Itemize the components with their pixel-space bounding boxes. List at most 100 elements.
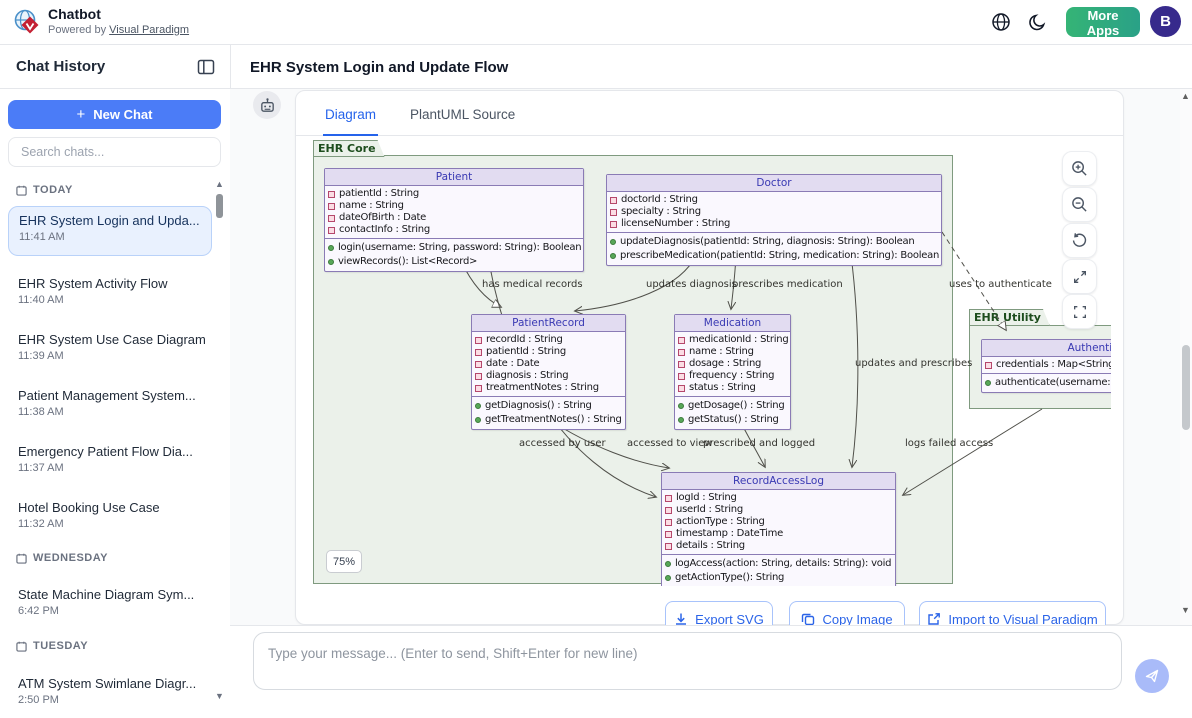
zoom-out-icon	[1072, 197, 1087, 212]
zoom-in-icon	[1072, 161, 1087, 176]
class-attribute: treatmentNotes : String	[475, 382, 622, 394]
fullscreen-brackets-icon	[1073, 305, 1086, 318]
method-icon	[665, 561, 671, 567]
chat-item[interactable]: ATM System Swimlane Diagr... 2:50 PM	[18, 676, 197, 706]
attribute-icon	[665, 494, 672, 502]
class-method: getDosage() : String	[678, 399, 787, 413]
attribute-icon	[678, 360, 685, 368]
class-method: authenticate(username: S	[985, 376, 1111, 390]
sidebar-scroll-up-icon[interactable]: ▲	[215, 179, 224, 189]
uml-diagram-canvas[interactable]: EHR Core EHR Utility	[311, 136, 1111, 586]
language-globe-icon[interactable]	[989, 10, 1013, 34]
plus-icon: +	[76, 106, 86, 123]
class-authentication[interactable]: Authentication credentials : Map<String …	[981, 339, 1111, 393]
sidebar: Chat History + New Chat TODAY EHR System…	[0, 44, 231, 707]
dark-mode-moon-icon[interactable]	[1025, 10, 1049, 34]
attribute-icon	[475, 384, 482, 392]
chat-item[interactable]: State Machine Diagram Sym... 6:42 PM	[18, 587, 195, 617]
search-input[interactable]	[8, 137, 221, 167]
class-attribute: userId : String	[665, 504, 892, 516]
class-patient[interactable]: Patient patientId : String name : String…	[324, 168, 584, 272]
reset-rotate-icon	[1072, 233, 1087, 247]
more-apps-button[interactable]: More Apps	[1066, 7, 1140, 38]
method-icon	[678, 403, 684, 409]
tab-plantuml-source[interactable]: PlantUML Source	[410, 107, 516, 122]
attribute-icon	[475, 372, 482, 380]
attribute-icon	[985, 361, 992, 369]
class-attribute: logId : String	[665, 492, 892, 504]
edge-label: logs failed access	[905, 438, 994, 449]
attribute-icon	[328, 202, 335, 210]
chat-item[interactable]: Emergency Patient Flow Dia... 11:37 AM	[18, 444, 193, 474]
diagram-message-card: Diagram PlantUML Source EHR Core EHR Uti…	[295, 90, 1124, 625]
attribute-icon	[610, 196, 617, 204]
attribute-icon	[665, 542, 672, 550]
main-scroll-up-icon[interactable]: ▲	[1181, 91, 1190, 101]
attribute-icon	[665, 518, 672, 526]
zoom-out-button[interactable]	[1062, 187, 1097, 222]
class-method: viewRecords(): List<Record>	[328, 255, 580, 269]
chat-item[interactable]: EHR System Activity Flow 11:40 AM	[18, 276, 168, 306]
app-header: Chatbot Powered by Visual Paradigm More …	[0, 0, 1192, 45]
chat-item[interactable]: Hotel Booking Use Case 11:32 AM	[18, 500, 160, 530]
sidebar-scrollbar-thumb[interactable]	[216, 194, 223, 218]
class-method: getStatus() : String	[678, 413, 787, 427]
class-attribute: diagnosis : String	[475, 370, 622, 382]
package-ehr-utility-label: EHR Utility	[969, 309, 1050, 326]
chat-item[interactable]: EHR System Use Case Diagram 11:39 AM	[18, 332, 206, 362]
class-attribute: specialty : String	[610, 206, 938, 218]
send-button[interactable]	[1135, 659, 1169, 693]
fullscreen-button[interactable]	[1062, 294, 1097, 329]
reset-view-button[interactable]	[1062, 223, 1097, 258]
user-avatar[interactable]: B	[1150, 6, 1181, 37]
chat-item[interactable]: Patient Management System... 11:38 AM	[18, 388, 196, 418]
edge-label: has medical records	[482, 279, 583, 290]
method-icon	[985, 380, 991, 386]
chat-item[interactable]: EHR System Login and Upda... 11:41 AM	[8, 206, 212, 256]
class-attribute: dateOfBirth : Date	[328, 212, 580, 224]
class-attribute: doctorId : String	[610, 194, 938, 206]
class-method: logAccess(action: String, details: Strin…	[665, 557, 892, 571]
attribute-icon	[665, 506, 672, 514]
class-method: getActionType(): String	[665, 571, 892, 585]
app-title: Chatbot	[48, 6, 101, 22]
class-attribute: patientId : String	[475, 346, 622, 358]
attribute-icon	[328, 226, 335, 234]
main-scroll-down-icon[interactable]: ▼	[1181, 605, 1190, 615]
main-scrollbar-thumb[interactable]	[1182, 345, 1190, 430]
message-input[interactable]	[253, 632, 1122, 690]
class-method: prescribeMedication(patientId: String, m…	[610, 249, 939, 263]
zoom-level-badge: 75%	[326, 550, 362, 573]
method-icon	[610, 239, 616, 245]
calendar-icon	[16, 553, 27, 564]
edge-label: updates diagnosis	[646, 279, 737, 290]
robot-icon	[260, 97, 274, 112]
class-medication[interactable]: Medication medicationId : String name : …	[674, 314, 791, 430]
class-attribute: frequency : String	[678, 370, 787, 382]
tab-diagram[interactable]: Diagram	[323, 107, 379, 136]
sidebar-collapse-icon[interactable]	[197, 58, 215, 76]
copy-icon	[802, 613, 815, 626]
new-chat-button[interactable]: + New Chat	[8, 100, 221, 129]
method-icon	[328, 245, 334, 251]
class-patient-record[interactable]: PatientRecord recordId : String patientI…	[471, 314, 626, 430]
edge-label: prescribed and logged	[703, 438, 816, 449]
edge-label: accessed to view	[627, 438, 713, 449]
powered-by: Powered by Visual Paradigm	[48, 24, 190, 36]
attribute-icon	[328, 190, 335, 198]
expand-arrows-icon	[1073, 270, 1086, 283]
edge-label: prescribes medication	[732, 279, 843, 290]
expand-button[interactable]	[1062, 259, 1097, 294]
sidebar-scroll-down-icon[interactable]: ▼	[215, 691, 224, 701]
zoom-in-button[interactable]	[1062, 151, 1097, 186]
class-record-access-log[interactable]: RecordAccessLog logId : String userId : …	[661, 472, 896, 586]
class-method: getTreatmentNotes() : String	[475, 413, 622, 427]
method-icon	[678, 417, 684, 423]
section-header-tuesday: TUESDAY	[16, 640, 88, 652]
visual-paradigm-link[interactable]: Visual Paradigm	[109, 24, 190, 36]
class-doctor[interactable]: Doctor doctorId : String specialty : Str…	[606, 174, 942, 266]
composer-bar	[230, 625, 1192, 708]
edge-label: uses to authenticate	[949, 279, 1052, 290]
method-icon	[328, 259, 334, 265]
class-attribute: medicationId : String	[678, 334, 789, 346]
